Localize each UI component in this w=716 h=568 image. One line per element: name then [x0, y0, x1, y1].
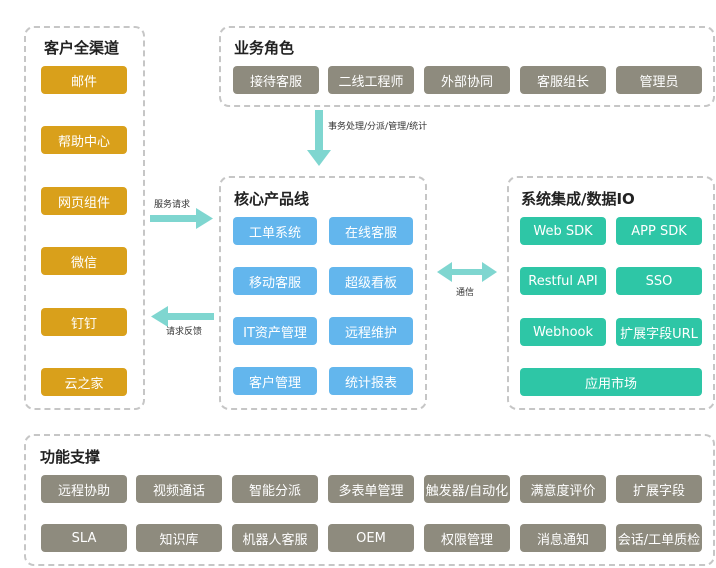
core-customer-mgmt: 客户管理	[233, 367, 317, 395]
service-request-arrow	[150, 208, 213, 229]
support-satisfaction: 满意度评价	[520, 475, 606, 503]
role-admin: 管理员	[616, 66, 702, 94]
core-statistics-report: 统计报表	[329, 367, 413, 395]
support-video-call: 视频通话	[136, 475, 222, 503]
support-panel	[24, 434, 715, 566]
support-knowledge-base: 知识库	[136, 524, 222, 552]
communication-arrow	[437, 262, 497, 282]
support-sla: SLA	[41, 524, 127, 552]
integration-sso: SSO	[616, 267, 702, 295]
role-second-line-engineer: 二线工程师	[328, 66, 414, 94]
role-team-lead: 客服组长	[520, 66, 606, 94]
support-quality-check: 会话/工单质检	[616, 524, 702, 552]
support-permission: 权限管理	[424, 524, 510, 552]
service-request-label: 服务请求	[154, 200, 191, 210]
support-remote-assist: 远程协助	[41, 475, 127, 503]
support-multi-form: 多表单管理	[328, 475, 414, 503]
roles-to-core-arrow	[307, 110, 331, 166]
core-mobile-service: 移动客服	[233, 267, 317, 295]
channel-help-center: 帮助中心	[41, 126, 127, 154]
integration-app-sdk: APP SDK	[616, 217, 702, 245]
roles-title: 业务角色	[234, 39, 295, 57]
channels-title: 客户全渠道	[44, 39, 120, 57]
core-ticket-system: 工单系统	[233, 217, 317, 245]
request-feedback-label: 请求反馈	[166, 327, 203, 337]
role-external-collab: 外部协同	[424, 66, 510, 94]
core-panel	[219, 176, 427, 410]
core-remote-maintenance: 远程维护	[329, 317, 413, 345]
support-extended-fields: 扩展字段	[616, 475, 702, 503]
integration-app-market: 应用市场	[520, 368, 702, 396]
roles-to-core-label: 事务处理/分派/管理/统计	[328, 122, 428, 132]
core-it-asset-mgmt: IT资产管理	[233, 317, 317, 345]
integration-extended-field-url: 扩展字段URL	[616, 318, 702, 346]
integration-panel	[507, 176, 715, 410]
channel-dingtalk: 钉钉	[41, 308, 127, 336]
channel-web-widget: 网页组件	[41, 187, 127, 215]
support-notification: 消息通知	[520, 524, 606, 552]
channels-panel	[24, 26, 145, 410]
core-title: 核心产品线	[234, 190, 310, 208]
integration-title: 系统集成/数据IO	[521, 190, 635, 208]
support-smart-dispatch: 智能分派	[232, 475, 318, 503]
support-trigger-automation: 触发器/自动化	[424, 475, 510, 503]
support-oem: OEM	[328, 524, 414, 552]
integration-webhook: Webhook	[520, 318, 606, 346]
channel-wechat: 微信	[41, 247, 127, 275]
request-feedback-arrow	[151, 306, 214, 327]
support-title: 功能支撑	[40, 448, 101, 466]
integration-web-sdk: Web SDK	[520, 217, 606, 245]
communication-label: 通信	[456, 288, 475, 298]
channel-email: 邮件	[41, 66, 127, 94]
role-reception-agent: 接待客服	[233, 66, 319, 94]
core-super-dashboard: 超级看板	[329, 267, 413, 295]
support-robot-service: 机器人客服	[232, 524, 318, 552]
integration-restful-api: Restful API	[520, 267, 606, 295]
roles-panel	[219, 26, 715, 107]
channel-yunzhijia: 云之家	[41, 368, 127, 396]
core-online-service: 在线客服	[329, 217, 413, 245]
